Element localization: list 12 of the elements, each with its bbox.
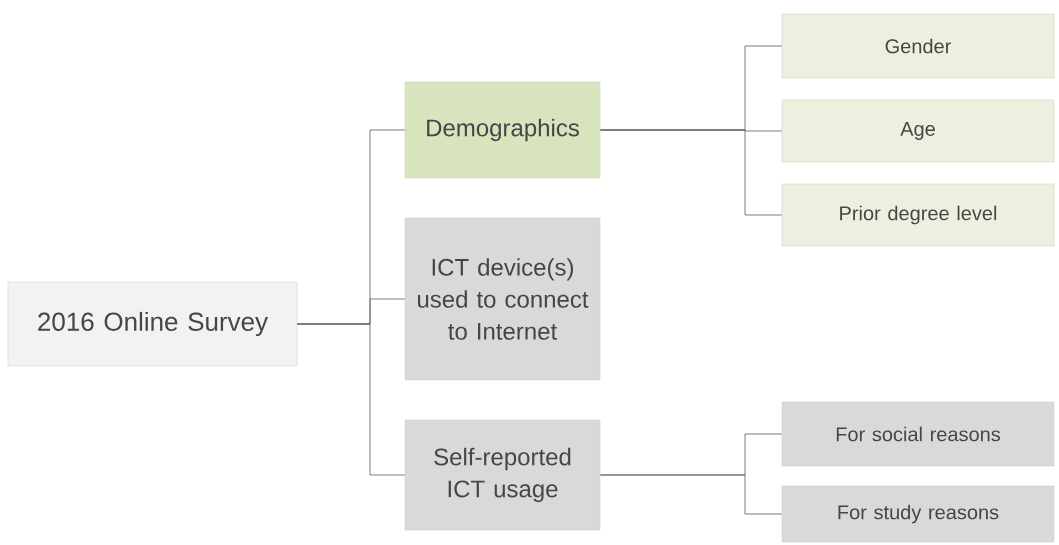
item-box: For social reasons [781, 401, 1055, 467]
category-box: ICT device(s) used to connect to Internet [404, 217, 601, 381]
item-box: For study reasons [781, 485, 1055, 543]
connector [599, 474, 783, 515]
category-box: Self-reported ICT usage [404, 419, 601, 531]
item-box: Gender [781, 13, 1055, 79]
item-box: Prior degree level [781, 183, 1055, 247]
item-box: Age [781, 99, 1055, 163]
category-box: Demographics [404, 81, 601, 179]
connector [599, 129, 783, 216]
root-box: 2016 Online Survey [7, 281, 298, 367]
connector [296, 323, 406, 476]
